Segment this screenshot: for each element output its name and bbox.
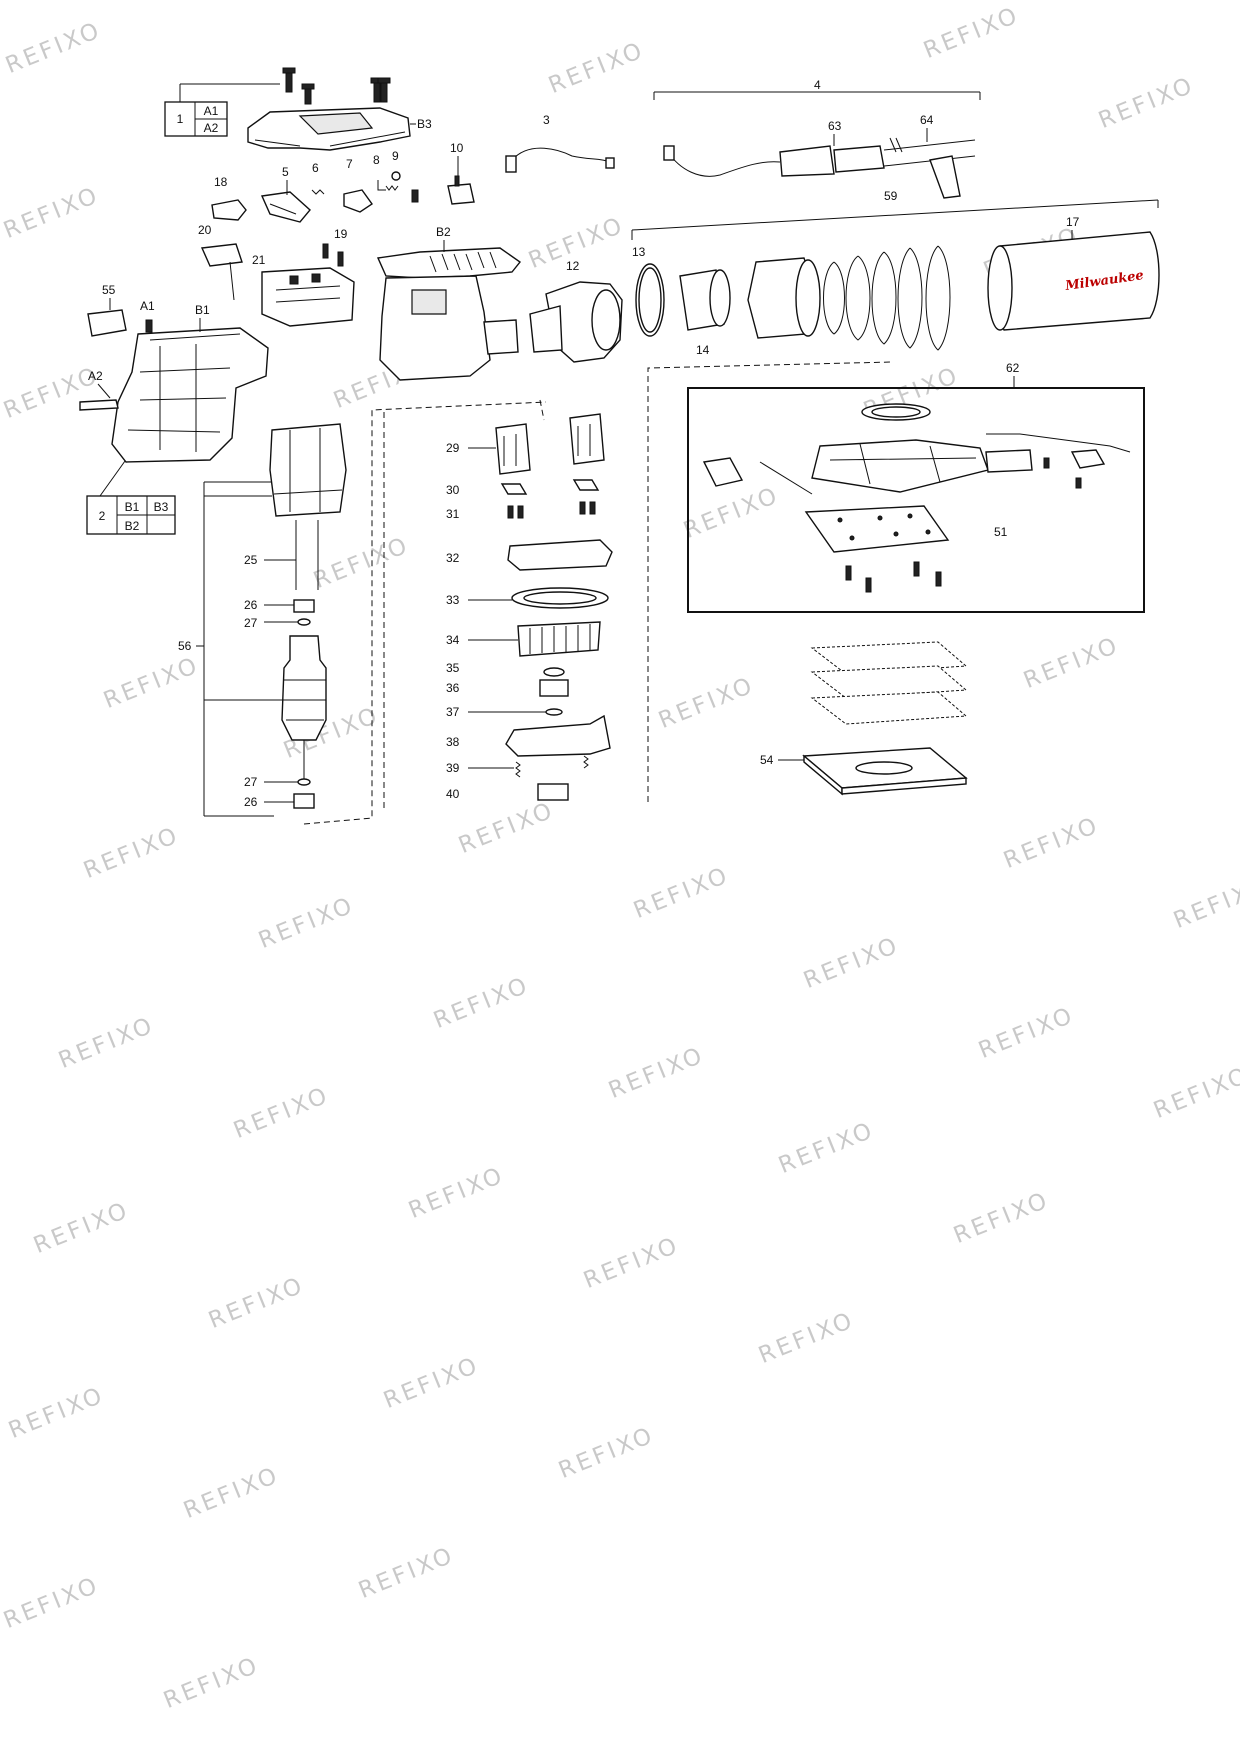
legend-1-row-2: A2 xyxy=(204,121,219,135)
legend-1-number: 1 xyxy=(177,112,184,126)
callout-12: 12 xyxy=(566,259,580,273)
part-54-base-pad: 54 xyxy=(760,747,968,796)
callout-34: 34 xyxy=(446,633,460,647)
callout-9: 9 xyxy=(392,149,399,163)
part-18-clip: 18 xyxy=(211,175,247,221)
callout-56: 56 xyxy=(178,639,192,653)
callout-b2: B2 xyxy=(436,225,451,239)
legend-table-1: 1 A1 A2 xyxy=(164,83,280,137)
legend-2-cell-b1: B1 xyxy=(125,500,140,514)
callout-20: 20 xyxy=(198,223,212,237)
callout-38: 38 xyxy=(446,735,460,749)
callout-54: 54 xyxy=(760,753,774,767)
part-7-switch: 7 xyxy=(343,157,373,213)
callout-8: 8 xyxy=(373,153,380,167)
callout-31: 31 xyxy=(446,507,460,521)
callout-b1: B1 xyxy=(195,303,210,317)
part-56-armature-assembly: 56 25 26 27 27 26 xyxy=(178,401,547,825)
legend-2-cell-b2: B2 xyxy=(125,519,140,533)
legend-2-number: 2 xyxy=(99,509,106,523)
callout-7: 7 xyxy=(346,157,353,171)
callout-17: 17 xyxy=(1066,215,1080,229)
callout-25: 25 xyxy=(244,553,258,567)
housing-b2: B2 xyxy=(376,225,522,381)
callout-35: 35 xyxy=(446,661,460,675)
sanding-sheets xyxy=(810,641,968,725)
callout-63: 63 xyxy=(828,119,842,133)
callout-3: 3 xyxy=(543,113,550,127)
callout-51: 51 xyxy=(994,525,1008,539)
part-4-cord-assembly: 4 63 64 xyxy=(653,78,981,199)
legend-table-2: 2 B1 B3 B2 xyxy=(86,439,176,535)
callout-4: 4 xyxy=(814,78,821,92)
legend-1-row-1: A1 xyxy=(204,104,219,118)
center-column-parts: 29 30 31 32 33 34 35 36 37 xyxy=(383,361,893,808)
part-12-fan-housing: 12 xyxy=(529,259,623,363)
callout-6: 6 xyxy=(312,161,319,175)
callout-14: 14 xyxy=(696,343,710,357)
callout-64: 64 xyxy=(920,113,934,127)
callout-21: 21 xyxy=(252,253,266,267)
callout-36: 36 xyxy=(446,681,460,695)
callout-19: 19 xyxy=(334,227,348,241)
callout-62: 62 xyxy=(1006,361,1020,375)
part-9-screw: 9 xyxy=(391,149,419,203)
part-59-tube-assembly: 59 13 14 Milwaukee 17 xyxy=(631,189,1160,357)
callout-32: 32 xyxy=(446,551,460,565)
housing-b1: B1 A1 A2 xyxy=(79,299,269,463)
callout-a2: A2 xyxy=(88,369,103,383)
callout-39: 39 xyxy=(446,761,460,775)
callout-5: 5 xyxy=(282,165,289,179)
callout-a1: A1 xyxy=(140,299,155,313)
callout-18: 18 xyxy=(214,175,228,189)
top-cover-b3: B3 xyxy=(247,107,432,151)
callout-55: 55 xyxy=(102,283,116,297)
part-62-pad-assembly: 62 51 xyxy=(687,361,1145,613)
part-19-screws: 19 xyxy=(322,227,348,267)
callout-26: 26 xyxy=(244,598,258,612)
callout-26b: 26 xyxy=(244,795,258,809)
callout-27: 27 xyxy=(244,616,258,630)
callout-40: 40 xyxy=(446,787,460,801)
callout-29: 29 xyxy=(446,441,460,455)
callout-37: 37 xyxy=(446,705,460,719)
part-8-spring: 8 xyxy=(373,153,399,191)
part-6-spring: 6 xyxy=(311,161,325,195)
callout-10: 10 xyxy=(450,141,464,155)
part-3-wire-lead: 3 xyxy=(505,113,615,173)
part-10-connector: 10 xyxy=(447,141,475,205)
callout-59: 59 xyxy=(884,189,898,203)
part-5-bracket: 5 xyxy=(260,165,311,223)
part-20-lever: 20 xyxy=(198,223,243,301)
callout-13: 13 xyxy=(632,245,646,259)
part-55-label: 55 xyxy=(87,283,127,337)
callout-33: 33 xyxy=(446,593,460,607)
callout-30: 30 xyxy=(446,483,460,497)
callout-27b: 27 xyxy=(244,775,258,789)
callout-b3: B3 xyxy=(417,117,432,131)
part-21-switch-module: 21 xyxy=(252,253,355,327)
legend-2-cell-b3: B3 xyxy=(154,500,169,514)
screw-set-top xyxy=(282,67,391,105)
